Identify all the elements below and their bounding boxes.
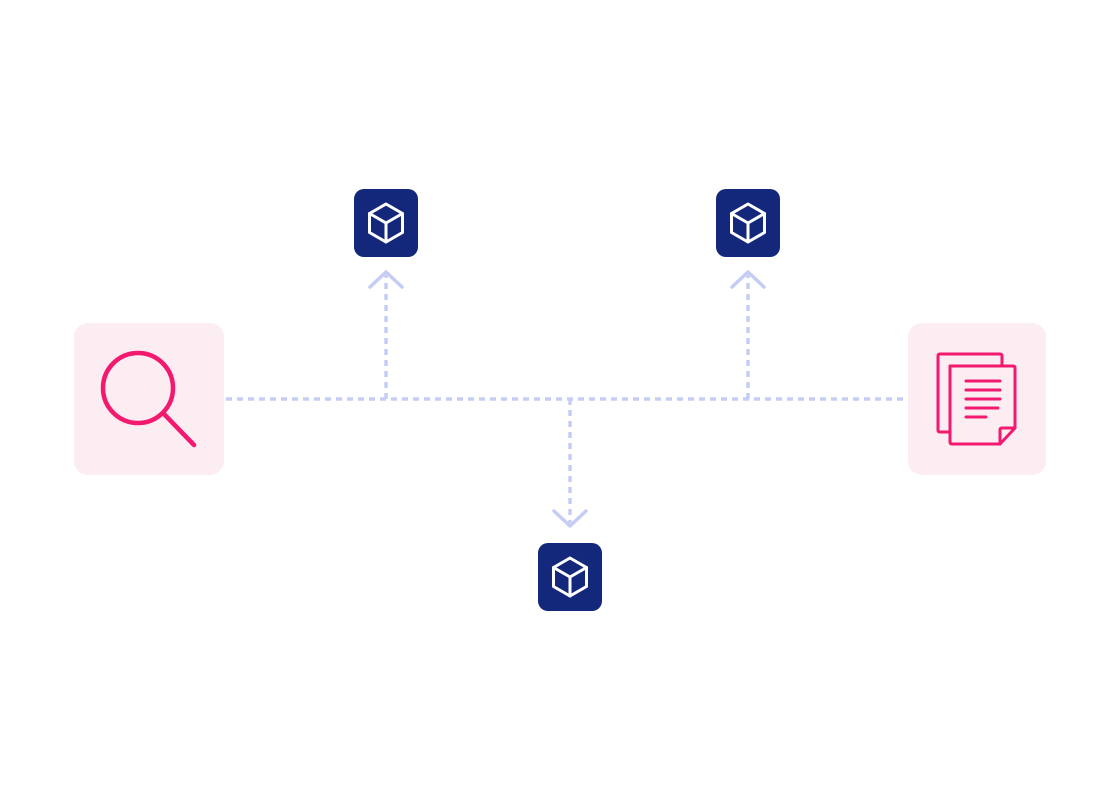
- cube-icon: [552, 556, 588, 598]
- block-node: [716, 189, 780, 257]
- search-tile: [74, 323, 224, 475]
- block-node: [354, 189, 418, 257]
- magnifying-glass-icon: [100, 350, 197, 448]
- block-node: [538, 543, 602, 611]
- connectors: [226, 270, 906, 528]
- search-node: [74, 323, 224, 475]
- cube-icon: [730, 202, 766, 244]
- documents-icon: [936, 352, 1017, 446]
- documents-node: [908, 323, 1046, 475]
- cube-icon: [368, 202, 404, 244]
- arrow-up-icon: [368, 270, 404, 289]
- arrow-down-icon: [552, 509, 588, 528]
- arrow-up-icon: [730, 270, 766, 289]
- block-nodes: [354, 189, 780, 611]
